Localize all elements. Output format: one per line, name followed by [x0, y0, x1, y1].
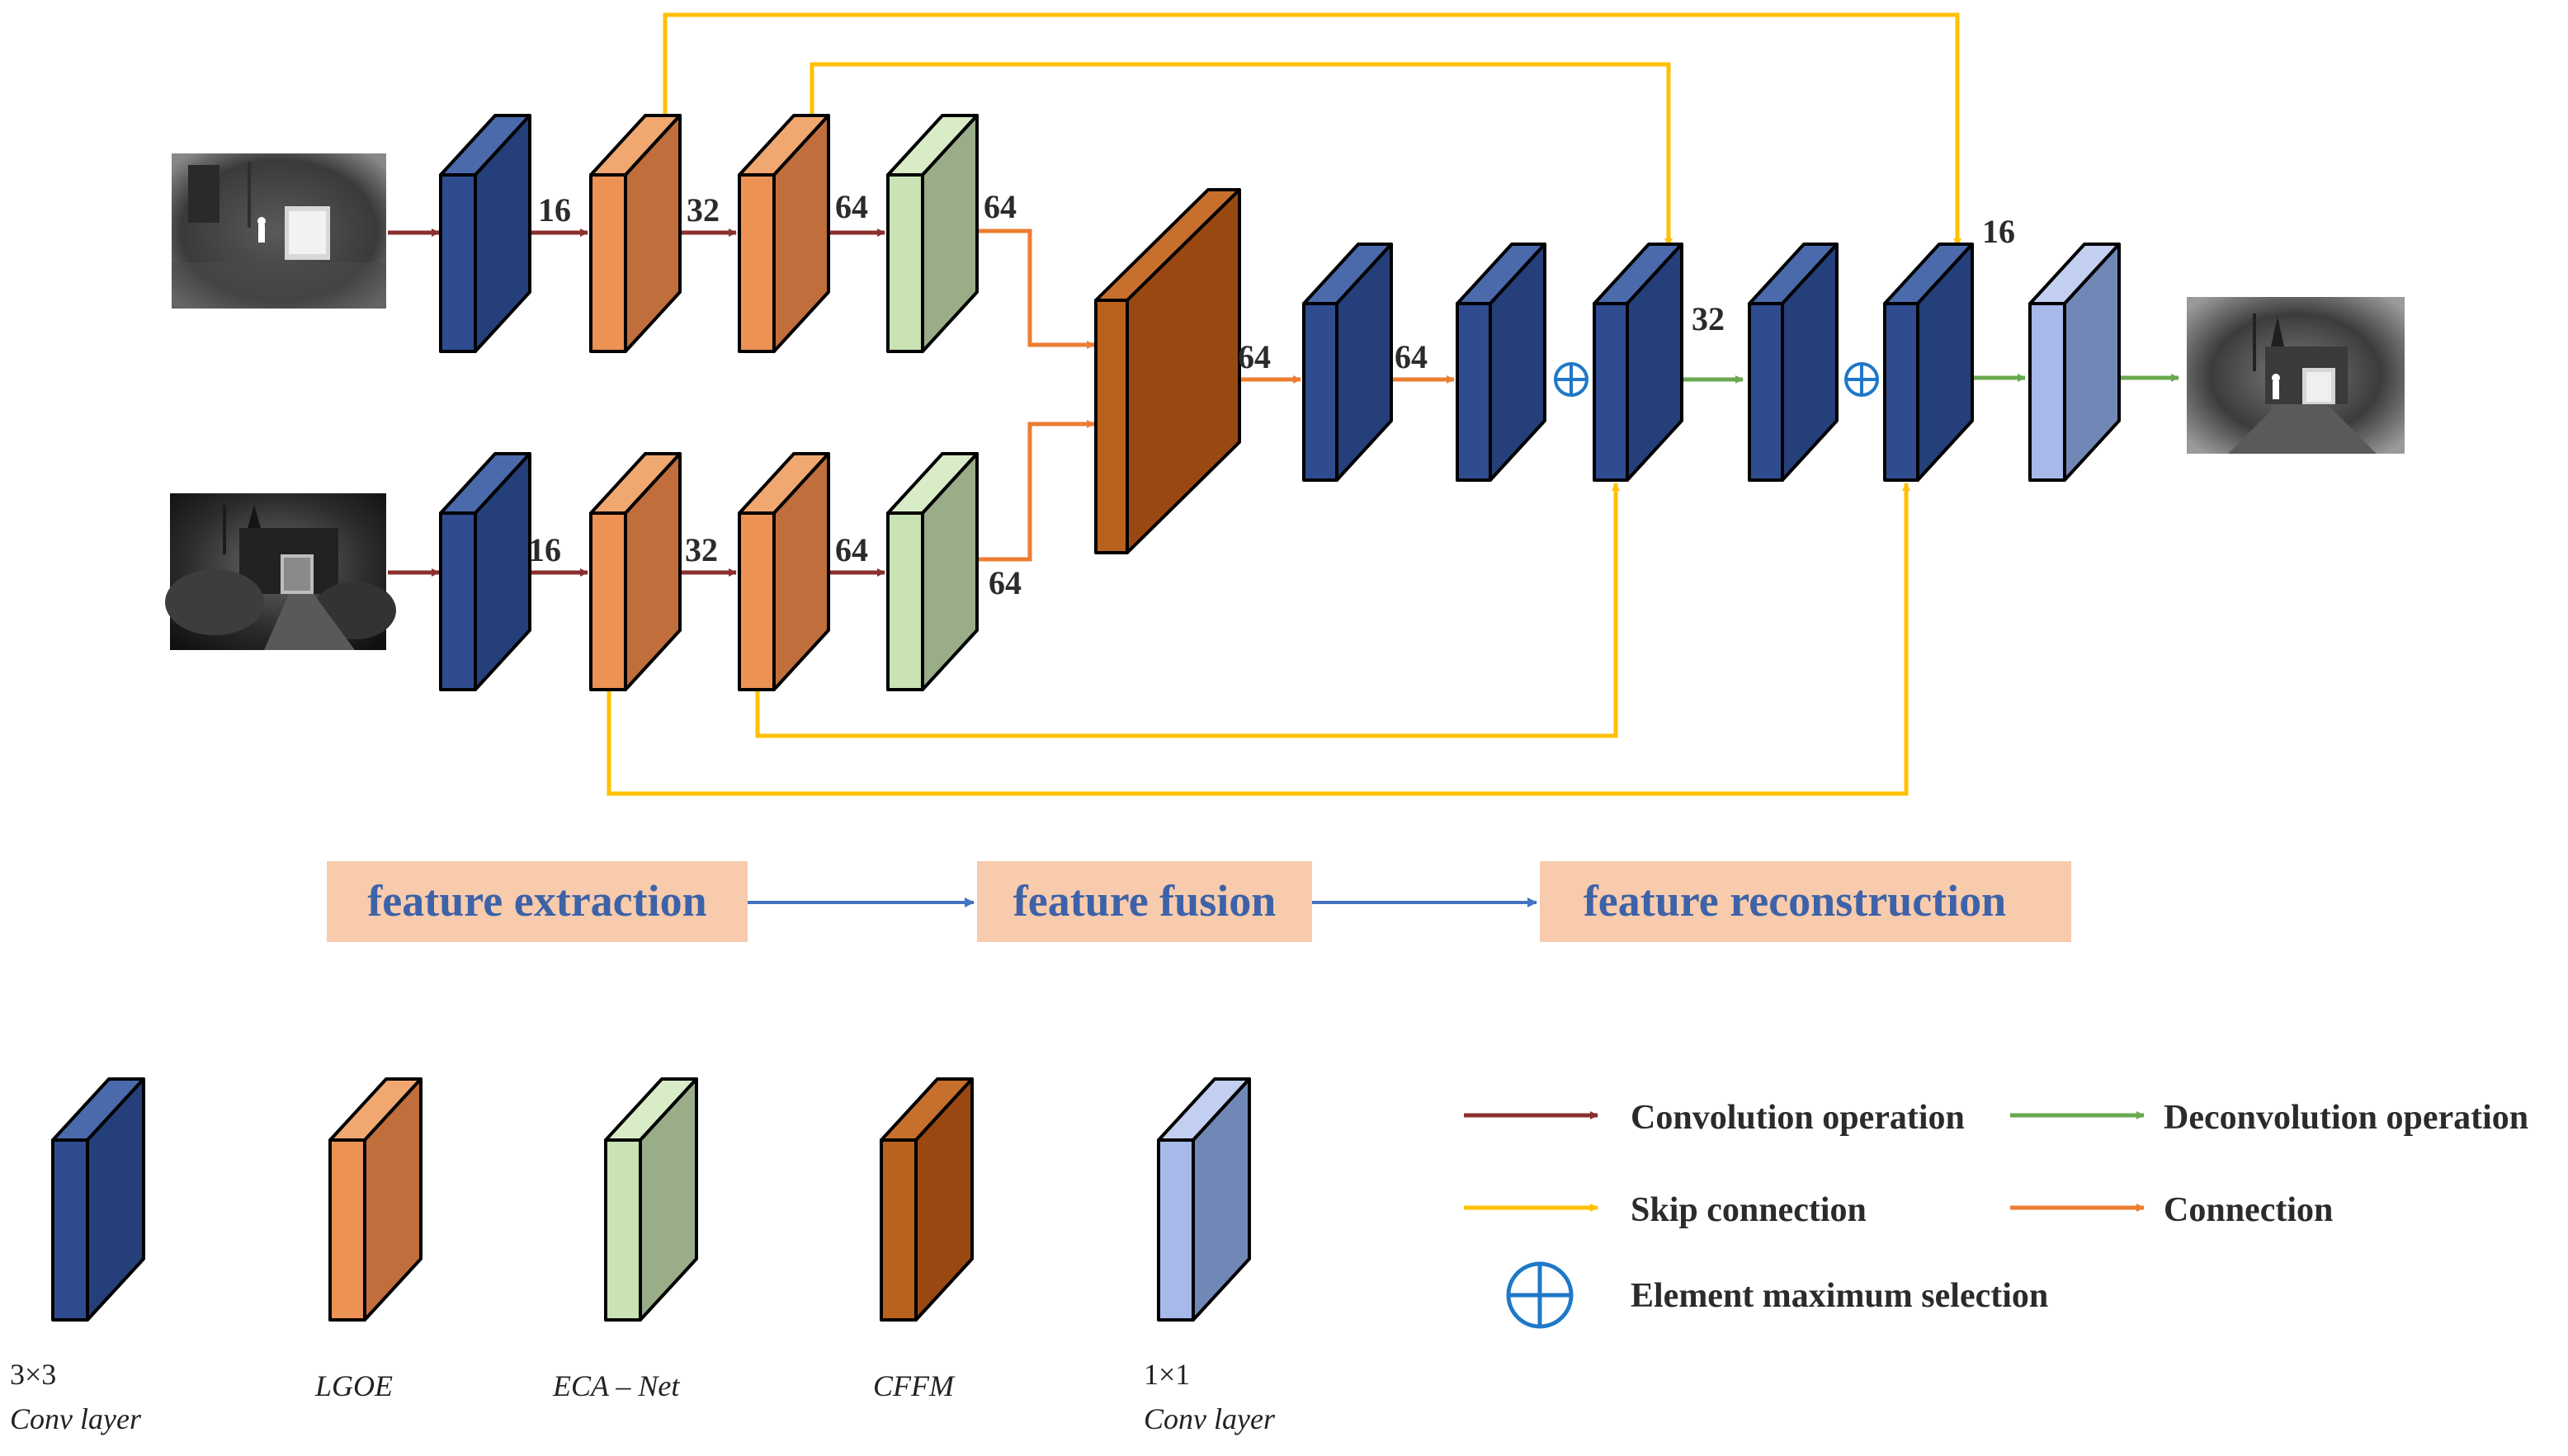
- block-ir-eca: [886, 114, 979, 353]
- legend-max-selection-label: Element maximum selection: [1631, 1277, 2048, 1315]
- block-conv1x1-front: [2028, 302, 2066, 482]
- block-ir-eca-front: [886, 173, 924, 353]
- legend-block-eca-front: [604, 1138, 642, 1322]
- block-ir-lgoe-1-front: [589, 173, 627, 353]
- label-ir-lgoe2-out: 64: [835, 188, 868, 225]
- block-dec-3-front: [1593, 302, 1629, 482]
- block-vis-lgoe-1-front: [589, 511, 627, 691]
- legend-block-lgoe-front: [328, 1138, 366, 1322]
- label-dec3-out: 32: [1692, 300, 1725, 337]
- legend-block-cffm-front: [880, 1138, 918, 1322]
- block-vis-lgoe-2: [738, 452, 830, 691]
- block-cffm: [1094, 188, 1241, 554]
- block-conv1x1: [2028, 243, 2121, 482]
- block-ir-conv3x3: [439, 114, 531, 353]
- legend-lgoe-label: LGOE: [314, 1369, 393, 1402]
- block-vis-conv3x3: [439, 452, 531, 691]
- stage-extraction-label: feature extraction: [367, 876, 706, 926]
- label-dec1-out: 64: [1395, 338, 1428, 375]
- label-vis-conv-out: 16: [528, 531, 561, 568]
- block-ir-lgoe-2-front: [738, 173, 776, 353]
- legend-max-symbol: [1506, 1261, 1574, 1329]
- block-ir-lgoe-1: [589, 114, 682, 353]
- skip-ir-lgoe2: [810, 62, 1673, 247]
- label-ir-conv-out: 16: [538, 191, 571, 229]
- block-ir-lgoe-2: [738, 114, 830, 353]
- block-cffm-front: [1094, 299, 1129, 554]
- legend-skip-label: Skip connection: [1631, 1191, 1867, 1229]
- conn-ir-to-cffm: [959, 229, 1095, 349]
- stage-flow: feature extraction feature fusion featur…: [327, 861, 2071, 942]
- label-vis-lgoe2-out: 64: [835, 531, 868, 568]
- block-vis-lgoe-1: [589, 452, 682, 691]
- block-vis-eca-front: [886, 511, 924, 691]
- block-dec-4: [1748, 243, 1839, 482]
- legend-deconvolution-label: Deconvolution operation: [2164, 1099, 2528, 1137]
- legend-block-conv3x3-front: [51, 1138, 89, 1322]
- conn-vis-to-cffm: [959, 420, 1095, 562]
- label-ir-lgoe1-out: 32: [687, 191, 720, 229]
- stage-fusion-label: feature fusion: [1013, 876, 1277, 926]
- legend-captions: 3×3 Conv layer LGOE ECA – Net CFFM 1×1 C…: [10, 1358, 1276, 1435]
- legend-block-eca: [604, 1077, 698, 1322]
- label-vis-eca-out: 64: [989, 564, 1022, 601]
- legend-block-conv3x3: [51, 1077, 145, 1322]
- block-dec-2-front: [1456, 302, 1492, 482]
- legend-block-cffm: [880, 1077, 974, 1322]
- legend-cffm-label: CFFM: [873, 1369, 956, 1402]
- block-dec-5: [1883, 243, 1974, 482]
- label-dec5-out: 16: [1982, 213, 2015, 250]
- label-vis-lgoe1-out: 32: [685, 531, 718, 568]
- fused-output-image: [2187, 297, 2405, 454]
- channel-labels: 16 32 64 64 16 32 64 64 64 64 32 16: [528, 188, 2015, 601]
- skip-vis-lgoe1: [607, 483, 1910, 796]
- legend-conv1x1-line1: 1×1: [1144, 1358, 1190, 1391]
- block-dec-1-front: [1302, 302, 1338, 482]
- legend-block-conv1x1-front: [1157, 1138, 1195, 1322]
- block-dec-4-front: [1748, 302, 1784, 482]
- stage-box-reconstruction: [1540, 861, 2071, 942]
- skip-connections: [607, 12, 1961, 796]
- block-vis-conv3x3-front: [439, 511, 477, 691]
- block-cffm-side: [1126, 188, 1241, 554]
- legend-conv1x1-line2: Conv layer: [1144, 1402, 1276, 1435]
- block-vis-eca: [886, 452, 979, 691]
- block-dec-2: [1456, 243, 1546, 482]
- block-dec-1: [1302, 243, 1393, 482]
- block-dec-3: [1593, 243, 1683, 482]
- legend-arrows: Convolution operation Deconvolution oper…: [1464, 1099, 2528, 1329]
- block-vis-lgoe-2-front: [738, 511, 776, 691]
- legend-conv3x3-line1: 3×3: [10, 1358, 56, 1391]
- legend-block-lgoe: [328, 1077, 422, 1322]
- legend-eca-label: ECA – Net: [552, 1369, 680, 1402]
- visible-input-image: [165, 493, 396, 650]
- legend-connection-label: Connection: [2164, 1191, 2333, 1229]
- stage-box-extraction: [327, 861, 748, 942]
- label-ir-eca-out: 64: [984, 188, 1017, 225]
- legend-convolution-label: Convolution operation: [1631, 1099, 1965, 1137]
- skip-vis-lgoe2: [755, 483, 1620, 738]
- element-max-symbol-1: [1554, 362, 1588, 397]
- block-dec-5-front: [1883, 302, 1919, 482]
- element-max-symbol-2: [1844, 362, 1879, 397]
- stage-reconstruction-label: feature reconstruction: [1584, 876, 2006, 926]
- infrared-input-image: [172, 153, 386, 309]
- skip-ir-lgoe1: [663, 12, 1961, 247]
- block-ir-conv3x3-front: [439, 173, 477, 353]
- label-cffm-out: 64: [1238, 338, 1271, 375]
- stage-box-fusion: [977, 861, 1312, 942]
- legend-conv3x3-line2: Conv layer: [10, 1402, 142, 1435]
- legend-block-conv1x1: [1157, 1077, 1251, 1322]
